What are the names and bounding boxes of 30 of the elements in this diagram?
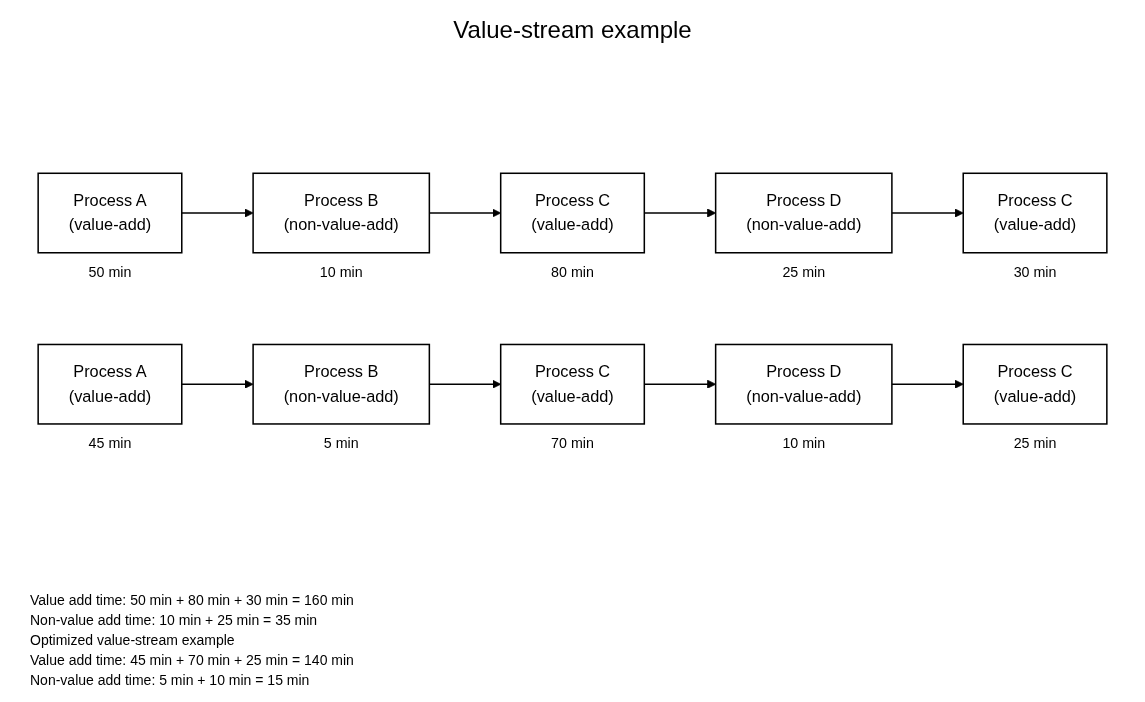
duration-text: 30 min (1013, 264, 1057, 281)
duration-text: 10 min (782, 435, 826, 452)
node-box: Process A (value-add) (37, 343, 183, 425)
node-box: Process B (non-value-add) (252, 343, 431, 425)
node-box: Process C (value-add) (499, 172, 646, 254)
duration-text: 45 min (88, 435, 132, 452)
node-box: Process D (non-value-add) (714, 343, 893, 425)
duration-text: 70 min (551, 435, 594, 452)
note-text: Non-value add time: 10 min + 25 min = 35 min (30, 612, 319, 628)
note-text: Non-value add time: 5 min + 10 min = 15 min (30, 672, 311, 688)
note-text: Value add time: 45 min + 70 min + 25 min = 140 min (30, 652, 354, 668)
note-text: Optimized value-stream example (30, 632, 236, 648)
duration-text: 25 min (782, 264, 826, 281)
duration-text: 5 min (323, 435, 359, 452)
arrow (891, 379, 964, 389)
arrow (181, 208, 254, 218)
duration-text: 50 min (88, 264, 132, 281)
node-box: Process A (value-add) (37, 172, 183, 254)
node-box: Process C (value-add) (962, 343, 1108, 425)
note-text: Value add time: 50 min + 80 min + 30 min = 160 min (30, 592, 354, 608)
node-box: Process C (value-add) (499, 343, 646, 425)
arrow (891, 208, 964, 218)
node-box: Process C (value-add) (962, 172, 1108, 254)
duration-text: 10 min (319, 264, 363, 281)
duration-text: 80 min (551, 264, 594, 281)
node-box: Process B (non-value-add) (252, 172, 431, 254)
arrow (181, 379, 254, 389)
diagram-title: Value-stream example (453, 16, 692, 44)
node-box: Process D (non-value-add) (714, 172, 893, 254)
duration-text: 25 min (1013, 435, 1057, 452)
